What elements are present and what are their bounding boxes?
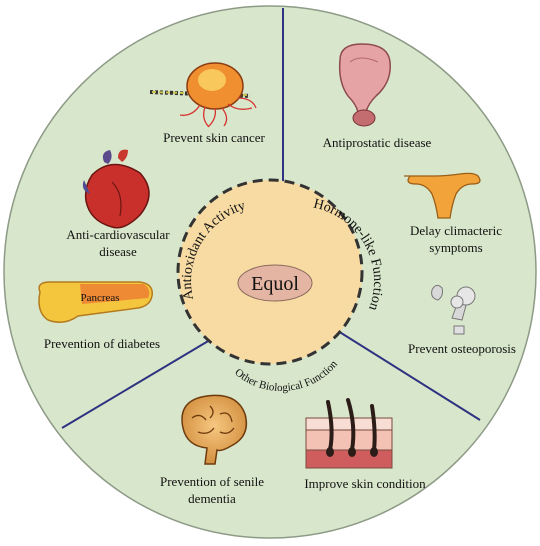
- label-improve-skin: Improve skin condition: [304, 476, 426, 491]
- label-anti-cardiovascular-2: disease: [99, 244, 137, 259]
- label-osteoporosis: Prevent osteoporosis: [408, 341, 516, 356]
- label-prevent-skin-cancer: Prevent skin cancer: [163, 130, 265, 145]
- label-antiprostatic: Antiprostatic disease: [323, 135, 432, 150]
- label-climacteric-2: symptoms: [429, 240, 482, 255]
- label-dementia-1: Prevention of senile: [160, 474, 264, 489]
- label-dementia-2: dementia: [188, 491, 236, 506]
- label-climacteric-1: Delay climacteric: [410, 223, 502, 238]
- pancreas-text: Pancreas: [80, 292, 119, 304]
- label-prevention-diabetes: Prevention of diabetes: [44, 336, 160, 351]
- label-anti-cardiovascular-1: Anti-cardiovascular: [66, 227, 170, 242]
- center-label: Equol: [251, 273, 299, 295]
